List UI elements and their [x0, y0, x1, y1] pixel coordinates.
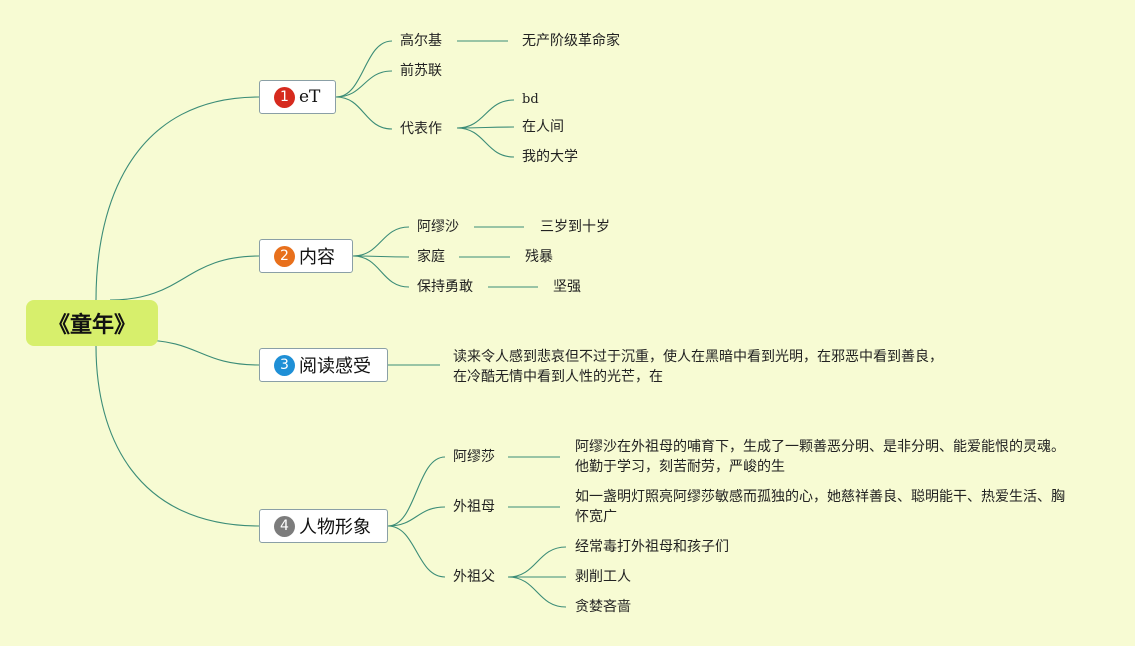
- content-sub-3[interactable]: 坚强: [553, 279, 581, 295]
- grandfather-trait-1[interactable]: 经常毒打外祖母和孩子们: [575, 539, 729, 555]
- character-desc-1-line-1: 阿缪沙在外祖母的哺育下，生成了一颗善恶分明、是非分明、能爱能恨的灵魂。: [575, 439, 1065, 455]
- link-b2-1: [352, 226, 410, 257]
- badge-1-icon: 1: [274, 86, 295, 108]
- link-b1-works: [335, 96, 393, 130]
- reading-feeling-line-2: 在冷酷无情中看到人性的光芒，在: [453, 369, 663, 385]
- root-title: 《童年》: [47, 313, 136, 338]
- branch-4-topic[interactable]: 4 人物形象: [259, 509, 388, 543]
- character-desc-2-line-2: 怀宽广: [575, 509, 617, 525]
- link-b4-2: [387, 506, 446, 527]
- link-gf-1: [507, 546, 567, 578]
- link-works-2: [456, 126, 515, 129]
- works-node[interactable]: 代表作: [400, 121, 442, 137]
- reading-feeling-line-1: 读来令人感到悲哀但不过于沉重，使人在黑暗中看到光明，在邪恶中看到善良，: [453, 349, 943, 365]
- link-gf-3: [507, 576, 567, 608]
- character-desc-1-line-2: 他勤于学习，刻苦耐劳，严峻的生: [575, 459, 785, 475]
- work-node-3[interactable]: 我的大学: [522, 149, 578, 165]
- link-root-branch-4: [95, 345, 260, 527]
- link-works-1: [456, 99, 515, 129]
- branch-3-label: 阅读感受: [299, 356, 371, 377]
- badge-3-icon: 3: [274, 354, 295, 376]
- branch-1-topic[interactable]: 1 eT: [259, 80, 336, 114]
- link-root-branch-3: [139, 339, 260, 366]
- author-role-node[interactable]: 无产阶级革命家: [522, 33, 620, 49]
- link-works-3: [456, 127, 515, 158]
- branch-2-topic[interactable]: 2 内容: [259, 239, 353, 273]
- link-b2-3: [352, 255, 410, 288]
- content-node-2[interactable]: 家庭: [417, 249, 445, 265]
- branch-2-label: 内容: [299, 247, 335, 268]
- link-root-branch-2: [109, 255, 260, 301]
- work-node-2[interactable]: 在人间: [522, 119, 564, 135]
- link-root-branch-1: [95, 96, 260, 301]
- link-b1-author: [335, 40, 393, 98]
- country-node[interactable]: 前苏联: [400, 63, 442, 79]
- author-node[interactable]: 高尔基: [400, 33, 442, 49]
- link-b4-3: [387, 525, 446, 578]
- character-node-1[interactable]: 阿缪莎: [453, 449, 495, 465]
- root-topic[interactable]: 《童年》: [26, 300, 158, 346]
- reading-feeling-text[interactable]: 读来令人感到悲哀但不过于沉重，使人在黑暗中看到光明，在邪恶中看到善良， 在冷酷无…: [453, 347, 973, 387]
- grandfather-trait-2[interactable]: 剥削工人: [575, 569, 631, 585]
- badge-2-icon: 2: [274, 245, 295, 267]
- character-desc-1[interactable]: 阿缪沙在外祖母的哺育下，生成了一颗善恶分明、是非分明、能爱能恨的灵魂。 他勤于学…: [575, 437, 1075, 477]
- link-b4-1: [387, 456, 446, 527]
- character-desc-2-line-1: 如一盏明灯照亮阿缪莎敏感而孤独的心，她慈祥善良、聪明能干、热爱生活、胸: [575, 489, 1065, 505]
- character-node-2[interactable]: 外祖母: [453, 499, 495, 515]
- character-desc-2[interactable]: 如一盏明灯照亮阿缪莎敏感而孤独的心，她慈祥善良、聪明能干、热爱生活、胸 怀宽广: [575, 487, 1075, 527]
- branch-1-label: eT: [299, 87, 321, 107]
- badge-4-icon: 4: [274, 515, 295, 537]
- content-node-1[interactable]: 阿缪沙: [417, 219, 459, 235]
- branch-4-label: 人物形象: [299, 517, 371, 538]
- content-sub-1[interactable]: 三岁到十岁: [540, 219, 610, 235]
- link-b1-country: [335, 70, 393, 98]
- character-node-3[interactable]: 外祖父: [453, 569, 495, 585]
- work-node-1[interactable]: bd: [522, 92, 539, 107]
- grandfather-trait-3[interactable]: 贪婪吝啬: [575, 599, 631, 615]
- content-sub-2[interactable]: 残暴: [525, 249, 553, 265]
- content-node-3[interactable]: 保持勇敢: [417, 279, 473, 295]
- branch-3-topic[interactable]: 3 阅读感受: [259, 348, 388, 382]
